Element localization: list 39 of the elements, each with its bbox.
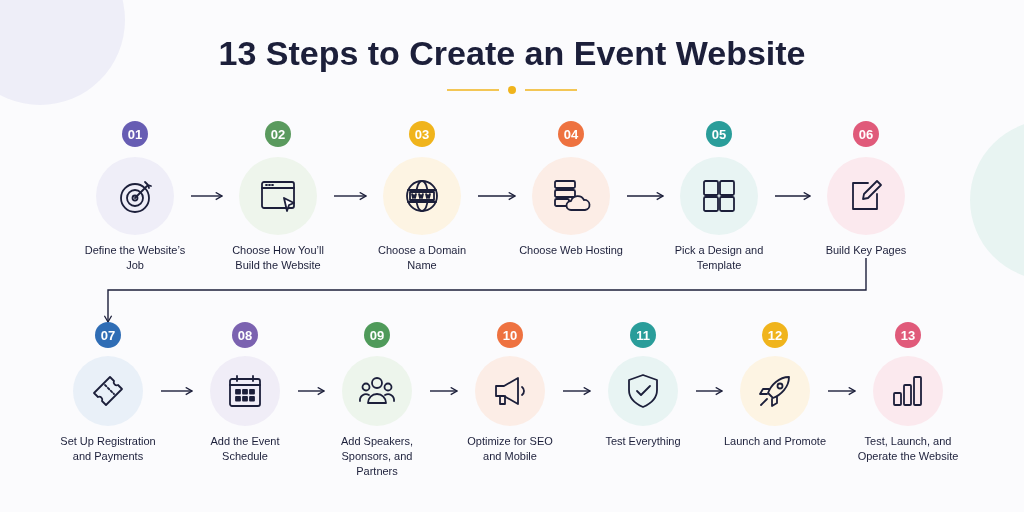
step-label: Choose How You’ll Build the Website <box>231 243 325 273</box>
arrow <box>103 257 867 323</box>
arrow <box>774 191 811 201</box>
step-label: Define the Website’s Job <box>83 243 187 273</box>
step-number: 12 <box>762 322 788 348</box>
step-number: 09 <box>364 322 390 348</box>
step-number: 08 <box>232 322 258 348</box>
step-number: 06 <box>853 121 879 147</box>
arrow <box>562 386 591 396</box>
step-number: 05 <box>706 121 732 147</box>
step-label: Pick a Design and Template <box>673 243 765 273</box>
step-label: Set Up Registration and Payments <box>59 434 157 464</box>
step-number: 02 <box>265 121 291 147</box>
step-number: 13 <box>895 322 921 348</box>
title: 13 Steps to Create an Event Website <box>218 34 806 73</box>
step-label: Test, Launch, and Operate the Website <box>856 434 960 464</box>
arrow <box>429 386 458 396</box>
step-number: 10 <box>497 322 523 348</box>
step-label: Choose Web Hosting <box>519 243 623 258</box>
step-label: Optimize for SEO and Mobile <box>466 434 554 464</box>
step-label: Build Key Pages <box>825 243 907 258</box>
step-number: 01 <box>122 121 148 147</box>
step-number: 11 <box>630 322 656 348</box>
step-label: Add the Event Schedule <box>209 434 281 464</box>
step-label: Launch and Promote <box>723 434 827 449</box>
arrow <box>160 386 193 396</box>
step-label: Add Speakers, Sponsors, and Partners <box>339 434 415 479</box>
arrow <box>190 191 223 201</box>
arrow <box>297 386 325 396</box>
step-label: Test Everything <box>605 434 681 449</box>
step-label: Choose a Domain Name <box>376 243 468 273</box>
step-number: 07 <box>95 322 121 348</box>
step-number: 04 <box>558 121 584 147</box>
arrow <box>695 386 723 396</box>
arrow <box>477 191 516 201</box>
arrow <box>626 191 664 201</box>
arrow <box>827 386 856 396</box>
arrow <box>333 191 367 201</box>
step-number: 03 <box>409 121 435 147</box>
